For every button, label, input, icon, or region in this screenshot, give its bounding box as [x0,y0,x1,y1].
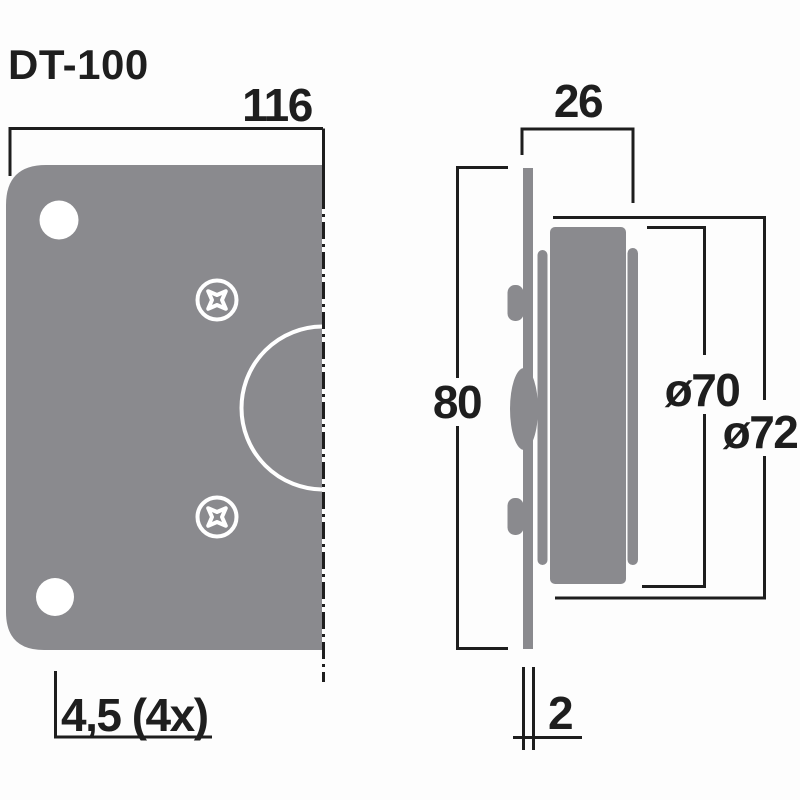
side-screw-bump-bottom [507,498,524,535]
mounting-hole-top [39,200,79,240]
mounting-hole-bottom [36,578,74,616]
side-screw-bump-top [507,285,524,321]
dim-116-line [8,127,323,176]
dim-72-line-top [553,216,766,400]
dim-70-label: ø70 [665,364,740,416]
side-rear-cap [627,248,638,565]
dome-outline [239,324,322,492]
dim-26-label: 26 [554,75,602,127]
dim-116-label: 116 [242,79,312,131]
side-view [456,127,766,750]
dim-72-label: ø72 [723,406,798,458]
side-magnet-body [550,227,626,584]
screw-head-bottom-icon [195,495,239,539]
front-plate [6,165,322,650]
side-flange-front [537,250,548,565]
dim-80-line-bottom [456,426,508,650]
screw-head-top-icon [195,278,239,322]
dim-2-label: 2 [548,687,572,739]
dim-45-leader [54,671,212,739]
dim-72-line-bottom [555,456,766,600]
side-plate [523,168,533,649]
dim-70-line-bottom [642,414,706,588]
dim-26-line [520,127,635,203]
front-view [6,127,325,739]
dim-70-line-top [647,226,706,355]
dim-80-line-top [456,166,508,378]
dim-80-label: 80 [433,376,481,428]
dim-2-line [513,667,582,750]
dim-45-label: 4,5 (4x) [61,689,208,741]
page-title: DT-100 [8,41,149,88]
